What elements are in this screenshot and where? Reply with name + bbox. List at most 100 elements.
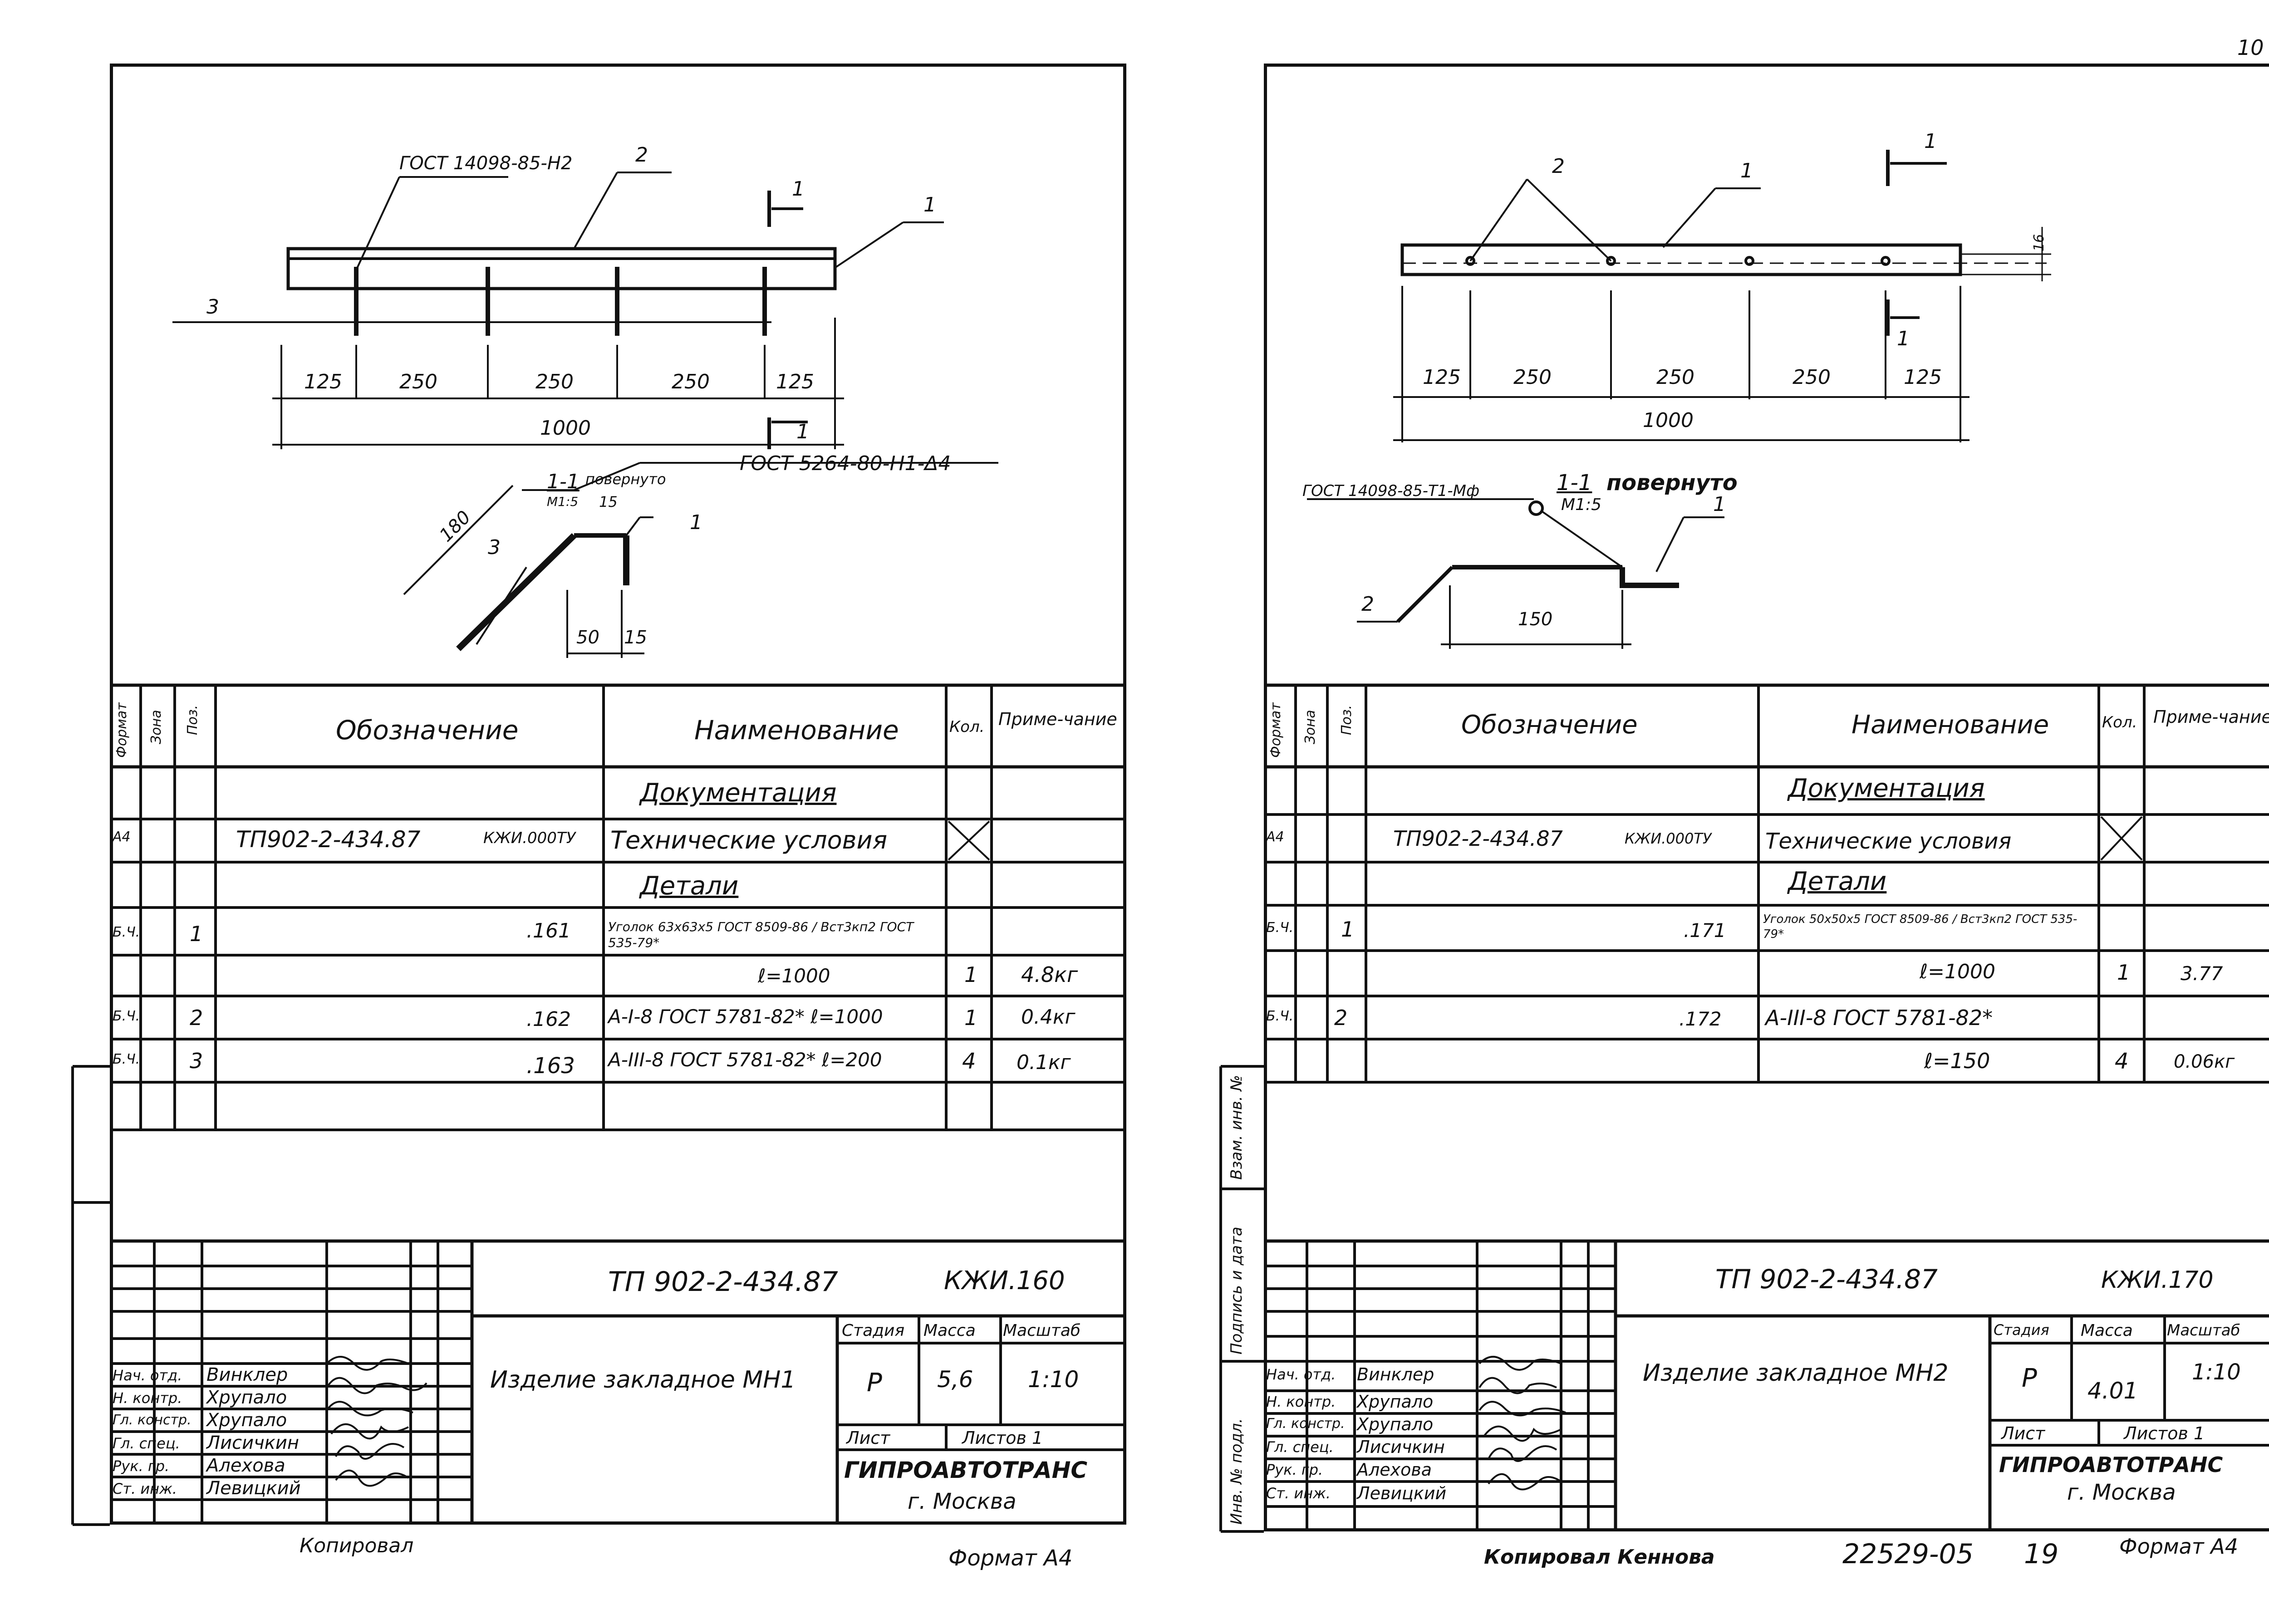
right-name-5: Левицкий <box>1357 1483 1447 1503</box>
right-header-qty: Кол. <box>2102 713 2137 731</box>
left-name-0: Винклер <box>206 1364 288 1385</box>
left-row5-note: 0.4кг <box>1021 1006 1076 1029</box>
right-row5-code: .172 <box>1679 1008 1722 1030</box>
right-mass-label: Масса <box>2081 1321 2133 1340</box>
left-row4-note: 4.8кг <box>1021 962 1078 987</box>
left-name-1: Хрупало <box>206 1387 287 1408</box>
left-doc-number: ТП 902-2-434.87 <box>608 1266 838 1298</box>
left-row6-name: А-III-8 ГОСТ 5781-82* ℓ=200 <box>608 1049 882 1071</box>
left-role-2: Гл. констр. <box>113 1412 192 1428</box>
right-row5-format: Б.Ч. <box>1266 1008 1294 1024</box>
left-format: Формат А4 <box>948 1545 1073 1571</box>
right-header-designation: Обозначение <box>1461 710 1638 740</box>
left-row2-name: Детали <box>640 871 739 901</box>
right-section-dim-150: 150 <box>1518 609 1553 630</box>
left-dim-125a: 125 <box>304 370 342 393</box>
left-header-qty: Кол. <box>949 718 985 736</box>
left-name-3: Лисичкин <box>206 1433 300 1453</box>
right-header-pos: Поз. <box>1339 705 1355 735</box>
left-leader-3: 3 <box>206 295 219 319</box>
right-section-leader-1: 1 <box>1713 493 1726 516</box>
left-role-0: Нач. отд. <box>113 1367 182 1384</box>
left-name-4: Алехова <box>206 1455 285 1476</box>
right-section-mark-top: 1 <box>1924 130 1937 153</box>
right-side-label-1: Подпись и дата <box>1228 1227 1246 1354</box>
right-dim-250b: 250 <box>1656 366 1694 389</box>
left-section-mark-top: 1 <box>792 177 805 201</box>
right-row1-code: КЖИ.000ТУ <box>1625 830 1712 847</box>
left-row6-qty: 4 <box>962 1049 976 1074</box>
right-org: ГИПРОАВТОТРАНС <box>1999 1452 2223 1477</box>
left-row3-name: Уголок 63x63x5 ГОСТ 8509-86 / Вст3кп2 ГО… <box>608 919 914 950</box>
right-archive-number: 22529-05 <box>1842 1538 1974 1570</box>
right-row6-note: 0.06кг <box>2174 1051 2235 1072</box>
right-row5-pos: 2 <box>1334 1006 1348 1030</box>
left-section-dim-15a: 15 <box>599 493 618 510</box>
right-archive-page: 19 <box>2024 1538 2059 1570</box>
right-gost-label: ГОСТ 14098-85-Т1-Мф <box>1302 482 1480 500</box>
left-row5-name: А-I-8 ГОСТ 5781-82* ℓ=1000 <box>608 1006 883 1028</box>
left-role-5: Ст. инж. <box>113 1480 177 1497</box>
left-row5-format: Б.Ч. <box>113 1008 140 1024</box>
left-row6-note: 0.1кг <box>1017 1051 1071 1074</box>
left-dim-125b: 125 <box>776 370 814 393</box>
left-row5-code: .162 <box>526 1008 571 1031</box>
left-row0-name: Документация <box>640 778 837 808</box>
left-copied-by: Копировал <box>300 1534 414 1557</box>
right-side-label-2: Инв. № подл. <box>1228 1418 1246 1525</box>
right-row6-name: ℓ=150 <box>1924 1049 1990 1073</box>
left-role-1: Н. контр. <box>113 1389 182 1407</box>
right-role-0: Нач. отд. <box>1266 1366 1336 1383</box>
left-section-note: повернуто <box>585 471 666 488</box>
right-role-5: Ст. инж. <box>1266 1485 1331 1502</box>
right-sheets-label: Листов 1 <box>2124 1423 2205 1443</box>
right-section-mark-bottom: 1 <box>1897 327 1910 350</box>
left-section-mark-bottom: 1 <box>796 420 809 443</box>
left-header-name: Наименование <box>694 715 899 746</box>
left-row5-pos: 2 <box>190 1006 203 1030</box>
left-row1-code: КЖИ.000ТУ <box>483 829 576 847</box>
right-row2-name: Детали <box>1788 867 1887 896</box>
right-row4-qty: 1 <box>2117 960 2131 985</box>
right-city: г. Москва <box>2067 1480 2176 1505</box>
left-row4-qty: 1 <box>964 962 978 987</box>
right-row3-pos: 1 <box>1341 917 1355 942</box>
left-dim-250b: 250 <box>535 370 574 393</box>
right-row3-format: Б.Ч. <box>1266 920 1294 936</box>
right-name-2: Хрупало <box>1357 1414 1434 1434</box>
right-dim-125b: 125 <box>1904 366 1942 389</box>
left-row1-designation: ТП902-2-434.87 <box>236 826 421 853</box>
right-role-4: Рук. гр. <box>1266 1461 1323 1478</box>
left-name-2: Хрупало <box>206 1410 287 1431</box>
right-section-leader-2: 2 <box>1361 593 1374 616</box>
right-dim-1000: 1000 <box>1643 409 1694 432</box>
left-section-dim-15b: 15 <box>624 627 647 648</box>
left-gost-label: ГОСТ 14098-85-Н2 <box>399 153 573 174</box>
right-doc-number: ТП 902-2-434.87 <box>1715 1264 1938 1295</box>
right-section-scale: М1:5 <box>1561 496 1601 514</box>
right-sheet-frame <box>1264 64 2269 1531</box>
right-plate <box>1400 243 1962 276</box>
right-dim-250a: 250 <box>1513 366 1552 389</box>
left-row3-format: Б.Ч. <box>113 924 140 940</box>
left-row3-code: .161 <box>526 919 571 942</box>
left-row6-format: Б.Ч. <box>113 1051 140 1067</box>
right-dim-125a: 125 <box>1423 366 1461 389</box>
left-section-title: 1-1 <box>547 470 580 493</box>
right-role-2: Гл. констр. <box>1266 1416 1345 1432</box>
right-row1-name: Технические условия <box>1765 829 2012 854</box>
right-thickness: 16 <box>2031 234 2048 252</box>
right-sheet-code: КЖИ.170 <box>2101 1266 2214 1294</box>
right-scale-label: Масштаб <box>2167 1321 2240 1339</box>
right-row4-note: 3.77 <box>2181 962 2223 985</box>
left-section-scale: М1:5 <box>547 494 579 509</box>
right-name-0: Винклер <box>1357 1364 1434 1384</box>
left-sheet-label: Лист <box>846 1428 890 1448</box>
left-header-format: Формат <box>114 702 130 758</box>
left-leader-1: 1 <box>923 193 936 216</box>
right-leader-2: 2 <box>1552 155 1565 178</box>
left-scale-label: Масштаб <box>1003 1321 1081 1340</box>
left-row4-name: ℓ=1000 <box>758 965 830 987</box>
left-org: ГИПРОАВТОТРАНС <box>844 1457 1088 1483</box>
right-sheet-label: Лист <box>2001 1423 2045 1443</box>
